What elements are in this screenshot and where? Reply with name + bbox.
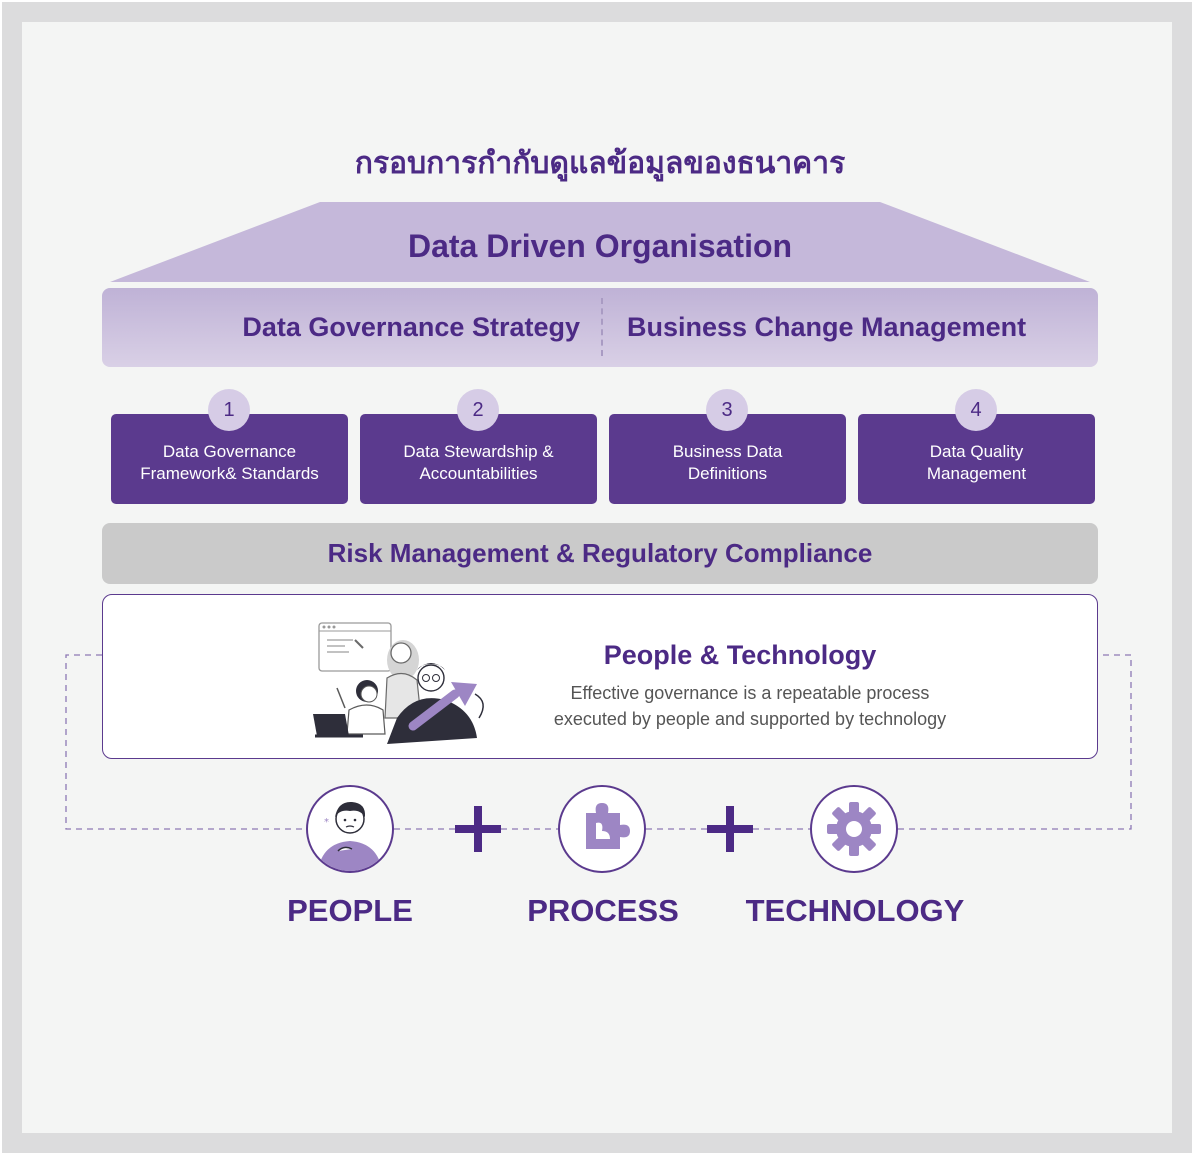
pillar-number: 1 xyxy=(208,389,250,431)
roof-title: Data Driven Organisation xyxy=(407,228,793,264)
process-circle xyxy=(558,785,646,873)
roof-shape xyxy=(110,202,1090,282)
pillar-number: 3 xyxy=(706,389,748,431)
people-circle: * xyxy=(306,785,394,873)
dashed-connector xyxy=(65,654,1132,830)
people-technology-title: People & Technology xyxy=(603,640,877,670)
plus-icon xyxy=(707,806,753,852)
process-label: PROCESS xyxy=(527,893,679,928)
pillar-number: 4 xyxy=(955,389,997,431)
desc-line-1: Effective governance is a repeatable pro… xyxy=(570,683,930,703)
pillar-line1: Data Governance xyxy=(162,442,297,461)
band-left-label: Data Governance Strategy xyxy=(242,312,580,342)
pillar-number: 2 xyxy=(457,389,499,431)
risk-band: Risk Management & Regulatory Compliance xyxy=(102,523,1098,584)
puzzle-icon xyxy=(586,803,630,849)
pillar-line1: Business Data xyxy=(672,442,783,461)
pillar-line2: Management xyxy=(926,464,1027,483)
team-illustration-icon xyxy=(313,622,484,744)
svg-text:*: * xyxy=(324,817,329,828)
people-technology-desc: Effective governance is a repeatable pro… xyxy=(500,680,1000,732)
band-right-label: Business Change Management xyxy=(627,312,1027,342)
pillar-line2: Framework& Standards xyxy=(140,464,319,483)
technology-label: TECHNOLOGY xyxy=(745,893,965,928)
gear-icon xyxy=(827,802,881,856)
band-divider xyxy=(601,298,603,356)
pillar-line2: Accountabilities xyxy=(419,464,538,483)
pillar-line1: Data Quality xyxy=(929,442,1024,461)
person-icon: * xyxy=(318,801,382,871)
people-label: PEOPLE xyxy=(287,893,413,928)
technology-circle xyxy=(810,785,898,873)
pillar-line1: Data Stewardship & xyxy=(403,442,554,461)
plus-icon xyxy=(455,806,501,852)
strategy-band xyxy=(102,288,1098,367)
desc-line-2: executed by people and supported by tech… xyxy=(553,709,947,729)
pillar-line2: Definitions xyxy=(687,464,768,483)
people-technology-box xyxy=(102,594,1098,759)
page-title: กรอบการกำกับดูแลข้อมูลของธนาคาร xyxy=(354,146,846,181)
